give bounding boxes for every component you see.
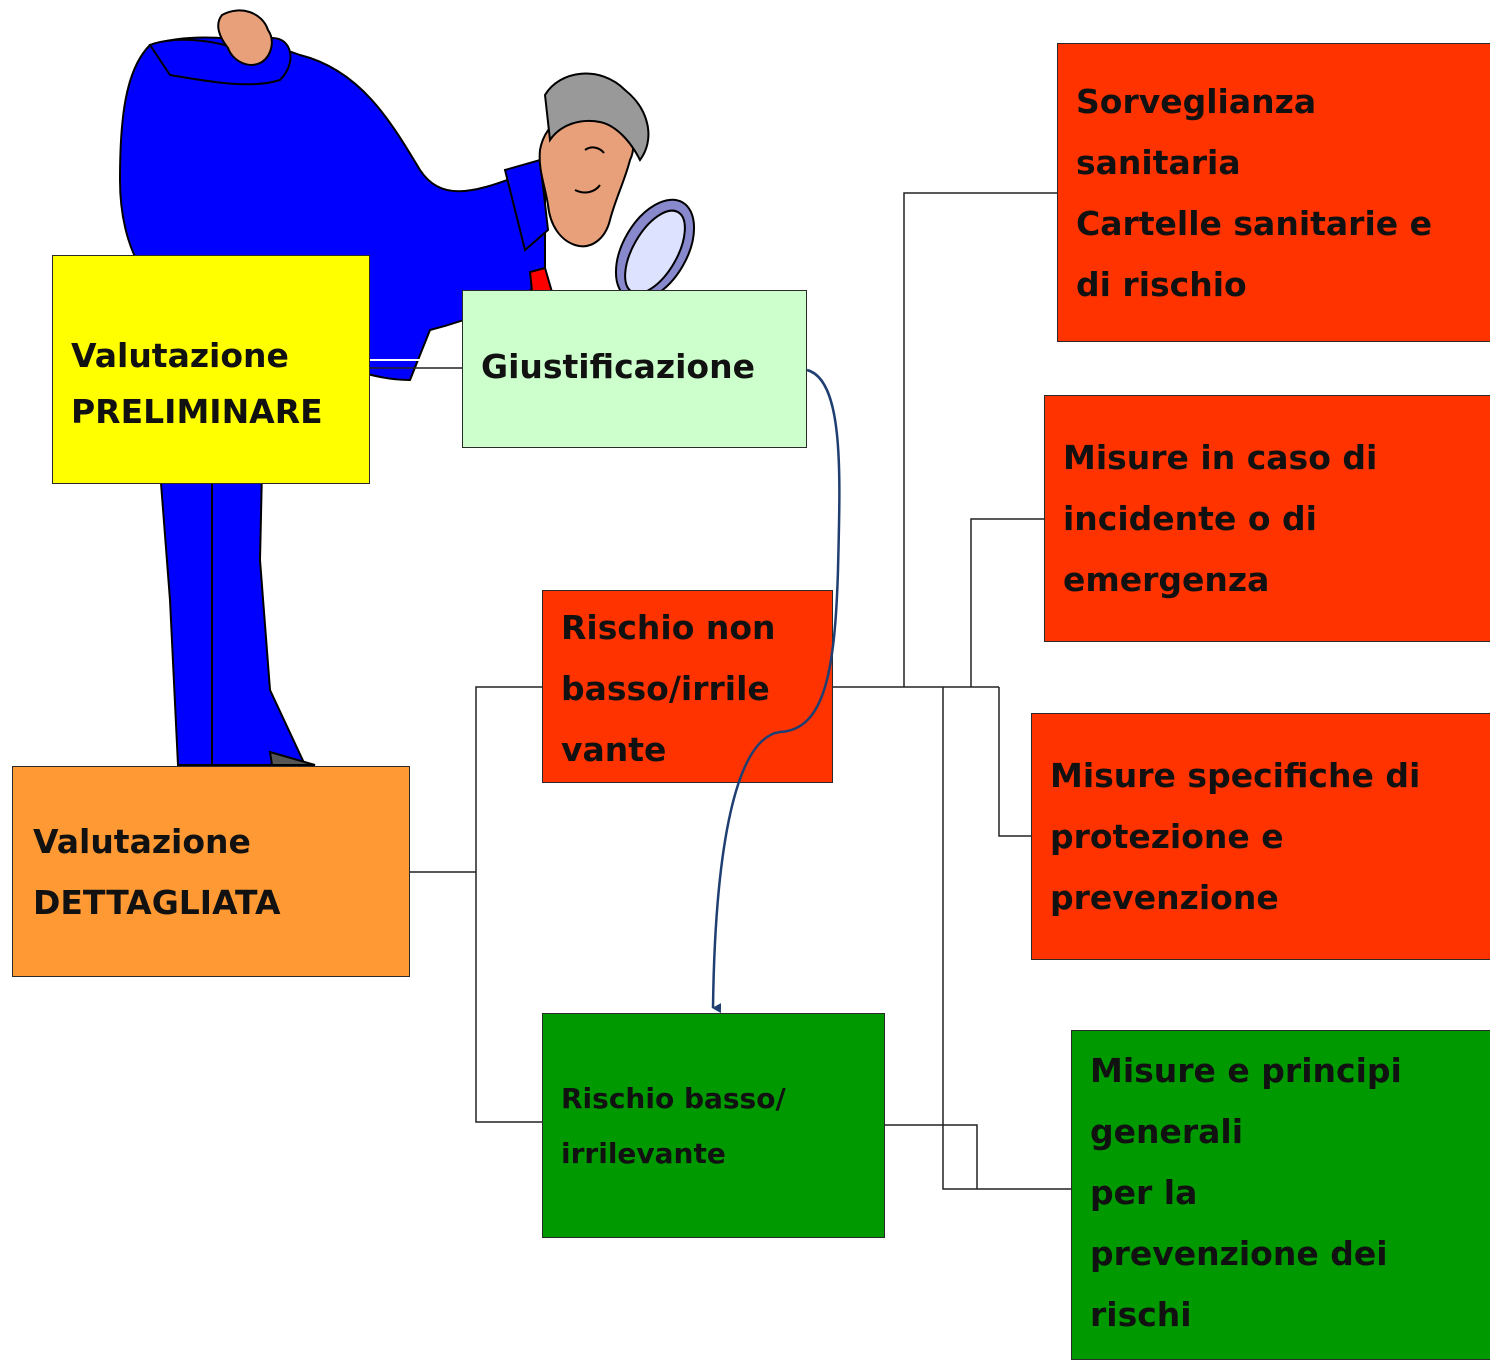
- rischio-basso-box: Rischio basso/ irrilevante: [542, 1013, 885, 1238]
- connector-to-generali-a: [942, 687, 1071, 1190]
- giustificazione-label: Giustificazione: [481, 346, 755, 386]
- connector-basso-generali: [885, 1124, 978, 1189]
- connector-bracket-left: [475, 686, 542, 1123]
- valutazione-preliminare-label: Valutazione PRELIMINARE: [71, 335, 323, 431]
- misure-incidente-label: Misure in caso di incidente o di emergen…: [1063, 438, 1378, 599]
- valutazione-dettagliata-label: Valutazione DETTAGLIATA: [33, 821, 281, 922]
- man-collar: [503, 158, 550, 252]
- misure-generali-box: Misure e principi generali per la preven…: [1071, 1030, 1490, 1360]
- connector-to-incidente: [970, 518, 1044, 687]
- man-shoe: [268, 750, 316, 766]
- giustificazione-box: Giustificazione: [462, 290, 807, 448]
- man-legs: [158, 469, 307, 766]
- sorveglianza-sanitaria-label: Sorveglianza sanitaria Cartelle sanitari…: [1076, 81, 1433, 304]
- man-hair: [543, 72, 650, 162]
- man-hand: [217, 9, 273, 66]
- rischio-non-basso-box: Rischio non basso/irrile vante: [542, 590, 833, 783]
- misure-specifiche-box: Misure specifiche di protezione e preven…: [1031, 713, 1490, 960]
- valutazione-dettagliata-box: Valutazione DETTAGLIATA: [12, 766, 410, 977]
- rischio-non-basso-label: Rischio non basso/irrile vante: [561, 608, 776, 769]
- misure-incidente-box: Misure in caso di incidente o di emergen…: [1044, 395, 1490, 642]
- connector-to-specifiche: [998, 687, 1031, 837]
- rischio-basso-label: Rischio basso/ irrilevante: [561, 1081, 786, 1170]
- misure-generali-label: Misure e principi generali per la preven…: [1090, 1051, 1402, 1334]
- valutazione-preliminare-box: Valutazione PRELIMINARE: [52, 255, 370, 484]
- justification-curve-arrow: [711, 368, 841, 1014]
- connector-to-sorveglianza: [903, 192, 1057, 687]
- sorveglianza-sanitaria-box: Sorveglianza sanitaria Cartelle sanitari…: [1057, 43, 1490, 342]
- misure-specifiche-label: Misure specifiche di protezione e preven…: [1050, 756, 1421, 917]
